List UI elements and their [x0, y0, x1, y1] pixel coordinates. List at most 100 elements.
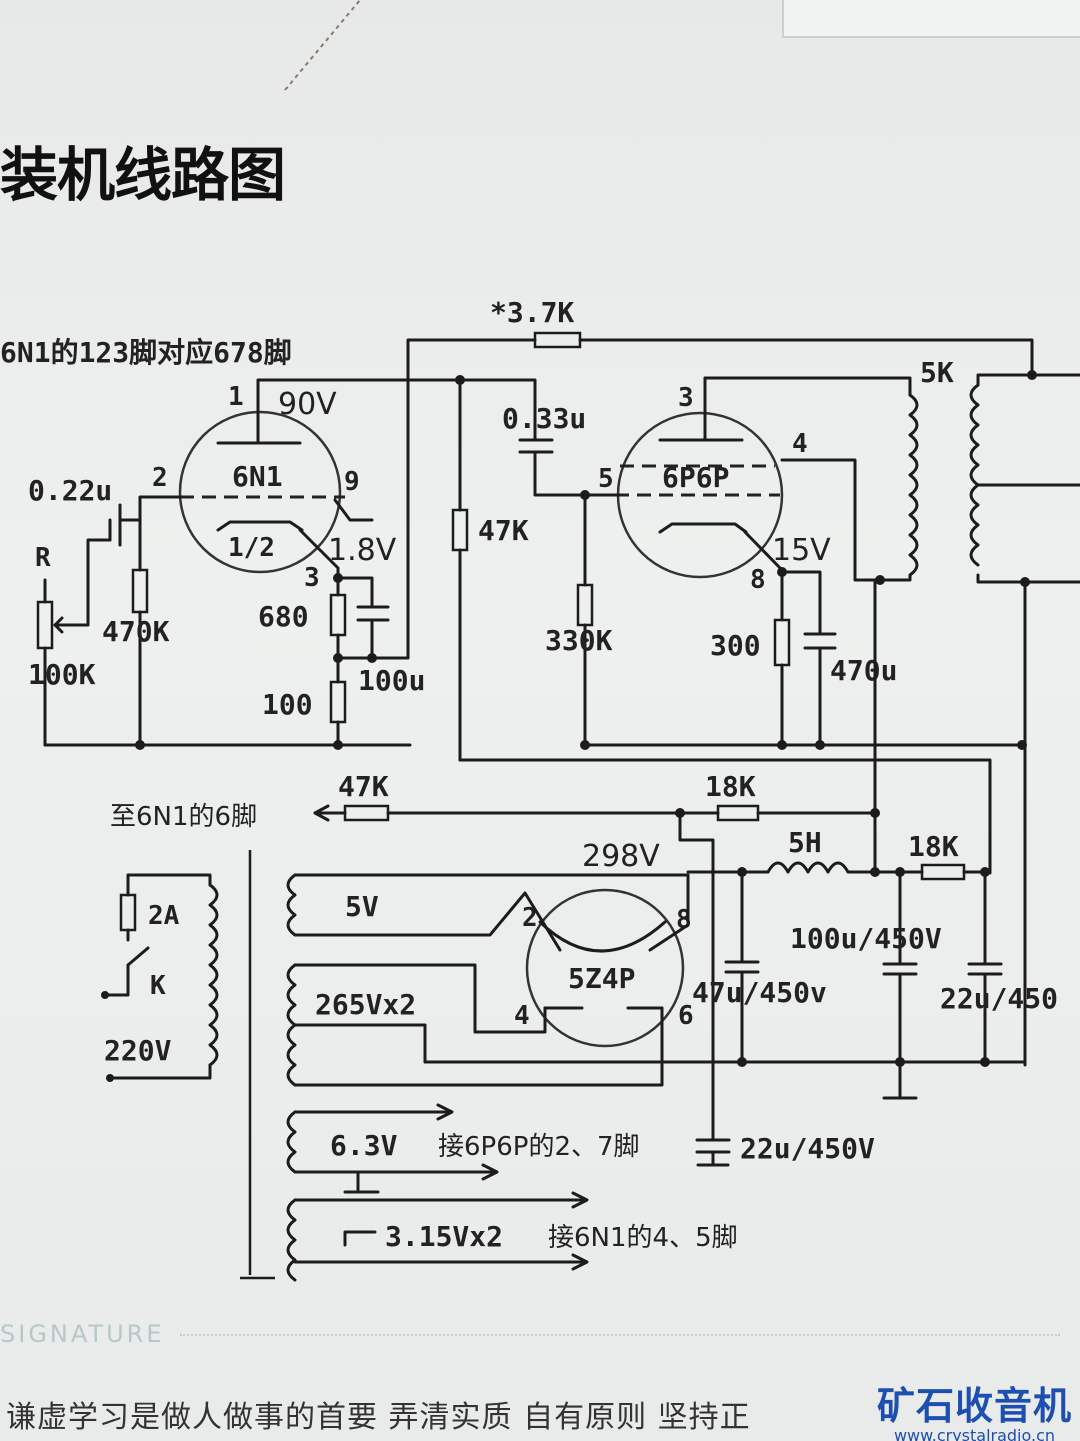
- junction: [777, 740, 787, 750]
- component-label: 0.33u: [502, 402, 586, 435]
- resistor-cathode-300: [773, 618, 791, 667]
- resistor-decoupling-2: [920, 863, 966, 881]
- junction: [1020, 577, 1030, 587]
- junction: [980, 1057, 990, 1067]
- tube-6p6p: 6P6P: [615, 376, 784, 579]
- pin-label: 4: [792, 429, 808, 459]
- capacitor-coupling: [518, 403, 622, 497]
- power-transformer-secondary: [286, 873, 690, 1282]
- fuse: [119, 893, 137, 932]
- junction: [675, 808, 685, 818]
- junction: [895, 1057, 905, 1067]
- winding-label: 265Vx2: [315, 988, 416, 1021]
- signature-label: SIGNATURE: [0, 1320, 165, 1348]
- signature-divider: [180, 1334, 1060, 1336]
- component-label: 47K: [338, 770, 389, 803]
- component-label: 220V: [104, 1034, 172, 1067]
- resistor-decoupling-1: [716, 804, 760, 822]
- component-label: 100u/450V: [790, 922, 942, 955]
- component-label: 100u: [358, 664, 425, 697]
- junction: [870, 808, 880, 818]
- resistor-grid-6p6p: [576, 583, 594, 627]
- top-panel-edge: [782, 0, 1080, 38]
- pin-label: 8: [750, 565, 766, 595]
- cathode-network-6p6p: [583, 568, 1027, 747]
- junction: [333, 740, 343, 750]
- winding-label: 5V: [345, 890, 379, 923]
- winding-note: 接6N1的4、5脚: [548, 1223, 738, 1253]
- pin-mapping-note: 6N1的123脚对应678脚: [0, 336, 292, 369]
- component-label: 18K: [705, 770, 756, 803]
- destination-label: 至6N1的6脚: [110, 802, 257, 832]
- resistor-feedback: [533, 331, 582, 349]
- input-section: [43, 495, 412, 747]
- power-supply-rail: [423, 861, 1027, 1100]
- pin-label: 2: [152, 463, 168, 493]
- capacitor-bottom: [695, 1138, 731, 1167]
- component-label: 0.22u: [28, 474, 112, 507]
- page-title: 装机线路图: [0, 141, 286, 209]
- logo-url: www.crystalradio.cn: [893, 1426, 1056, 1441]
- junction: [455, 375, 465, 385]
- junction: [367, 653, 377, 663]
- component-label: 22u/450: [940, 982, 1058, 1015]
- component-label: 680: [258, 600, 309, 633]
- component-label: R: [35, 543, 51, 573]
- junction: [333, 653, 343, 663]
- junction: [737, 867, 747, 877]
- pin-label: 3: [678, 383, 694, 413]
- pin-label: 1: [228, 382, 244, 412]
- junction: [333, 573, 343, 583]
- tube-6n1-section: 1/2: [228, 533, 275, 563]
- component-label: 5K: [920, 356, 954, 389]
- junction: [815, 740, 825, 750]
- resistor-cathode-680: [329, 593, 347, 637]
- component-label: 470K: [102, 615, 170, 648]
- tube-6p6p-label: 6P6P: [662, 461, 729, 494]
- winding-note: 接6P6P的2、7脚: [438, 1132, 640, 1162]
- decorative-dotted-line: [284, 0, 361, 91]
- resistor-grid-470k: [131, 568, 149, 614]
- winding-label: 6.3V: [330, 1129, 398, 1162]
- decoupling-line: [313, 804, 877, 1142]
- terminal: [101, 991, 109, 999]
- wire: [256, 338, 1034, 875]
- junction: [875, 575, 885, 585]
- tube-6n1-label: 6N1: [232, 460, 283, 493]
- component-label: 47u/450v: [692, 976, 827, 1009]
- winding-label: 3.15Vx2: [385, 1220, 503, 1253]
- component-label: 5H: [788, 826, 822, 859]
- power-transformer-primary: [103, 850, 275, 1280]
- junction: [135, 740, 145, 750]
- component-label: 470u: [830, 654, 897, 687]
- terminal: [106, 1074, 114, 1082]
- junction: [870, 867, 880, 877]
- tube-5z4p-label: 5Z4P: [568, 962, 635, 995]
- output-transformer: [780, 373, 1080, 1067]
- component-label: 18K: [908, 830, 959, 863]
- component-label: 100K: [28, 658, 96, 691]
- resistor-cathode-100: [329, 680, 347, 724]
- junction: [777, 567, 787, 577]
- junction: [737, 1057, 747, 1067]
- pin-label: 3: [304, 563, 320, 593]
- resistor-anode-load: [451, 508, 469, 552]
- voltage-label: 15V: [772, 533, 831, 568]
- component-label: *3.7K: [490, 296, 574, 329]
- pin-label: 9: [344, 467, 360, 497]
- signature-text: 谦虚学习是做人做事的首要 弄清实质 自有原则 坚持正: [6, 1400, 751, 1435]
- pin-label: 5: [598, 464, 614, 494]
- junction: [580, 740, 590, 750]
- junction: [1027, 370, 1037, 380]
- voltage-label: 1.8V: [328, 533, 397, 568]
- voltage-label: 298V: [582, 839, 660, 874]
- tube-5z4p: 5Z4P: [525, 888, 685, 1048]
- junction: [980, 867, 990, 877]
- site-logo: 矿石收音机 www.crystalradio.cn: [877, 1375, 1072, 1441]
- potentiometer-volume: [36, 600, 54, 650]
- junction: [895, 867, 905, 877]
- component-label: 47K: [478, 514, 529, 547]
- component-label: 330K: [545, 624, 613, 657]
- component-label: 300: [710, 629, 761, 662]
